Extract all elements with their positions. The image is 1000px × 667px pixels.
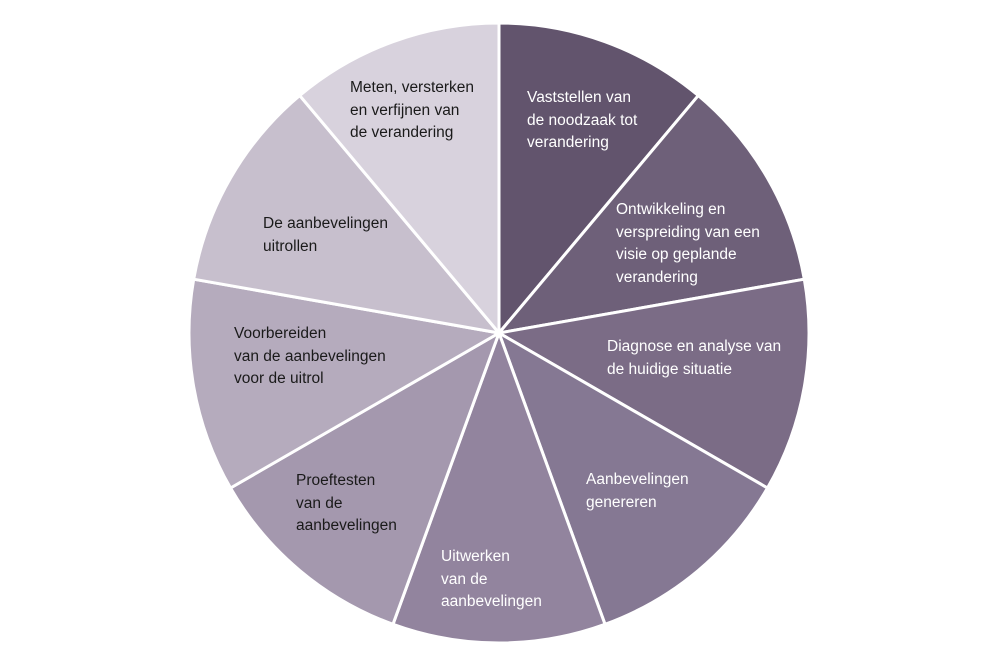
segment-label-uitrollen: De aanbevelingen uitrollen <box>263 215 388 255</box>
wheel-segment-9 <box>298 21 501 335</box>
segment-label-meten: Meten, versterken en verfijnen van de ve… <box>350 79 475 141</box>
wheel-segment-4 <box>497 331 769 626</box>
segment-label-diagnose: Diagnose en analyse van de huidige situa… <box>607 338 782 378</box>
segment-label-noodzaak: Vaststellen van de noodzaak tot verander… <box>527 89 638 151</box>
wheel-segment-6 <box>229 331 501 626</box>
wheel-segment-1 <box>497 21 700 335</box>
wheel-segment-2 <box>497 94 806 335</box>
segment-label-proeftesten: Proeftesten van de aanbevelingen <box>296 472 397 534</box>
wheel-segment-3 <box>497 277 811 490</box>
segment-label-genereren: Aanbevelingen genereren <box>586 471 689 511</box>
wheel-segment-7 <box>187 277 501 490</box>
wheel-segment-5 <box>391 331 607 645</box>
segment-label-voorbereiden: Voorbereiden van de aanbevelingen voor d… <box>234 325 386 387</box>
segment-label-visie: Ontwikkeling en verspreiding van een vis… <box>616 201 760 286</box>
segment-label-uitwerken: Uitwerken van de aanbevelingen <box>441 548 542 610</box>
wheel-segment-8 <box>192 94 501 335</box>
